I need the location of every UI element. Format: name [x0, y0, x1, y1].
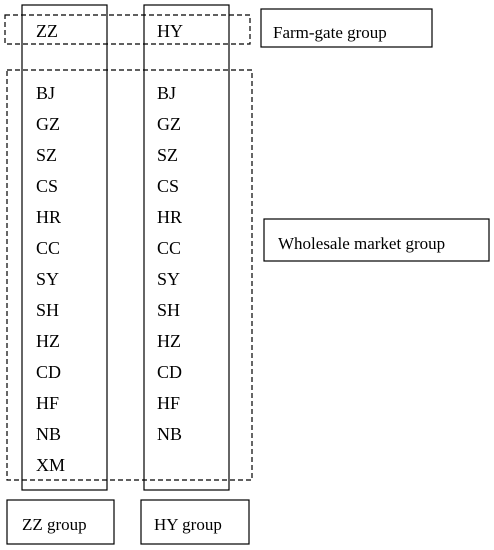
hy-market-cell: SH — [157, 300, 180, 320]
hy-farm-gate-header: HY — [157, 21, 183, 41]
zz-market-cell: SZ — [36, 145, 57, 165]
farm-gate-group-box — [4, 14, 251, 45]
zz-market-cell: SH — [36, 300, 59, 320]
hy-market-cell: GZ — [157, 114, 181, 134]
zz-market-cell: XM — [36, 455, 65, 475]
hy-market-cell: SY — [157, 269, 180, 289]
zz-market-cell: HZ — [36, 331, 60, 351]
zz-market-cell: HR — [36, 207, 61, 227]
wholesale-group-box — [6, 69, 253, 481]
hy-market-list: BJ GZ SZ CS HR CC SY SH HZ CD HF NB — [157, 83, 182, 444]
zz-market-cell: GZ — [36, 114, 60, 134]
hy-market-cell: BJ — [157, 83, 176, 103]
hy-market-cell: CC — [157, 238, 181, 258]
zz-market-cell: BJ — [36, 83, 55, 103]
hy-market-cell: CS — [157, 176, 179, 196]
hy-market-cell: HF — [157, 393, 180, 413]
farm-gate-label-box — [260, 8, 433, 48]
zz-market-cell: CD — [36, 362, 61, 382]
hy-market-cell: CD — [157, 362, 182, 382]
zz-group-label: ZZ group — [22, 515, 87, 534]
farm-gate-group-label: Farm-gate group — [273, 23, 387, 42]
hy-market-cell: NB — [157, 424, 182, 444]
zz-market-cell: HF — [36, 393, 59, 413]
zz-farm-gate-header: ZZ — [36, 21, 58, 41]
hy-group-label: HY group — [154, 515, 222, 534]
zz-group-label-box — [6, 499, 115, 545]
zz-market-cell: CS — [36, 176, 58, 196]
wholesale-market-group-label: Wholesale market group — [278, 234, 445, 253]
zz-market-cell: SY — [36, 269, 59, 289]
hy-column-box — [143, 4, 230, 491]
wholesale-label-box — [263, 218, 490, 262]
zz-column-box — [21, 4, 108, 491]
hy-market-cell: SZ — [157, 145, 178, 165]
hy-market-cell: HR — [157, 207, 182, 227]
zz-market-cell: NB — [36, 424, 61, 444]
zz-market-list: BJ GZ SZ CS HR CC SY SH HZ CD HF NB XM — [36, 83, 65, 475]
hy-market-cell: HZ — [157, 331, 181, 351]
hy-group-label-box — [140, 499, 250, 545]
zz-market-cell: CC — [36, 238, 60, 258]
